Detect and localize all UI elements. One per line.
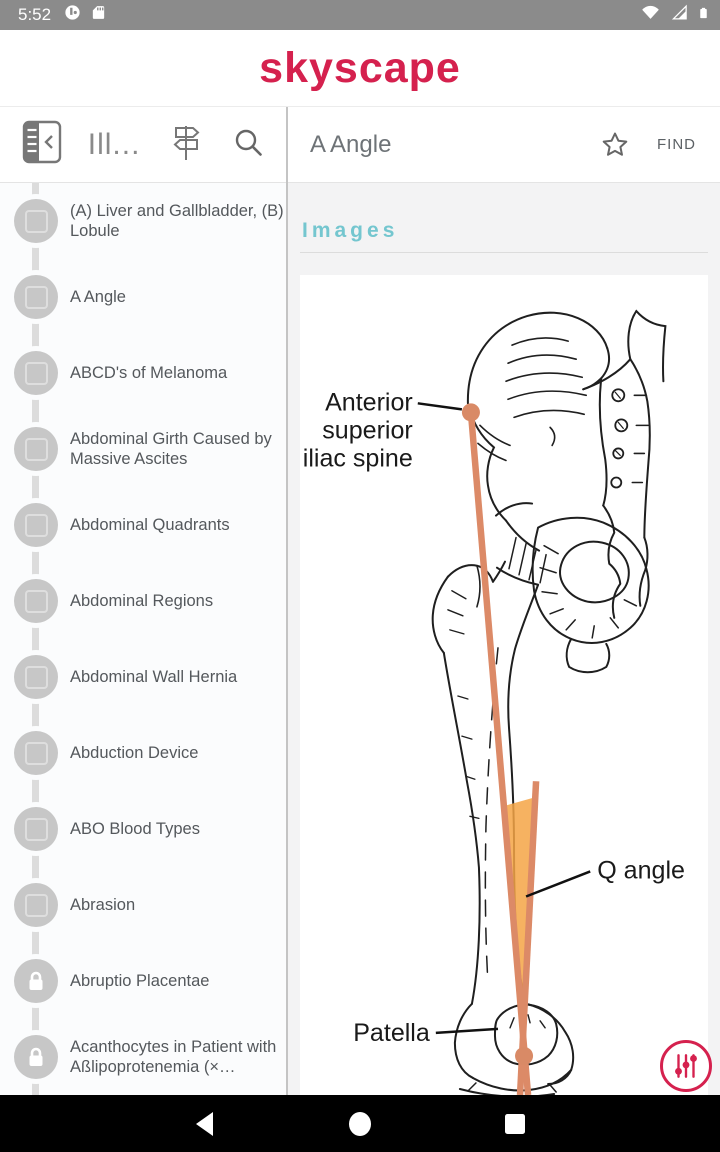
signpost-icon[interactable]	[166, 121, 206, 168]
sidebar-list-item[interactable]: Abrasion	[0, 867, 286, 943]
sidebar-item-label: ABCD's of Melanoma	[70, 364, 228, 382]
image-placeholder-icon	[24, 513, 48, 537]
image-placeholder-icon	[24, 665, 48, 689]
item-thumbnail-icon	[14, 807, 58, 851]
sidebar-item-label: (A) Liver and Gallbladder, (B) Lobule	[70, 202, 284, 240]
home-button[interactable]	[346, 1110, 374, 1138]
sidebar-item-label: Abdominal Girth Caused by Massive Ascite…	[70, 430, 272, 468]
sd-card-icon	[90, 3, 107, 27]
item-thumbnail-icon	[14, 427, 58, 471]
image-placeholder-icon	[24, 589, 48, 613]
sidebar-item-label: ABO Blood Types	[70, 820, 200, 838]
sidebar: Ill... (A) Liver and Gallbladder, (B) Lo…	[0, 107, 288, 1095]
item-thumbnail-icon	[14, 579, 58, 623]
recents-button[interactable]	[501, 1110, 529, 1138]
android-nav-bar	[0, 1095, 720, 1152]
image-placeholder-icon	[24, 741, 48, 765]
sidebar-item-label: Abrasion	[70, 896, 136, 914]
label-q-angle: Q angle	[597, 856, 685, 884]
image-placeholder-icon	[24, 361, 48, 385]
sidebar-list-item[interactable]: ABCD's of Melanoma	[0, 335, 286, 411]
collapse-panel-icon[interactable]	[22, 120, 62, 169]
main-panel: A Angle FIND Images	[288, 107, 720, 1095]
sidebar-item-label: Acanthocytes in Patient with Aßlipoprote…	[70, 1038, 277, 1076]
find-button[interactable]: FIND	[657, 136, 696, 153]
sidebar-item-label: Abduction Device	[70, 744, 199, 762]
sidebar-list-item[interactable]: A Angle	[0, 259, 286, 335]
wifi-icon	[640, 3, 661, 27]
image-placeholder-icon	[24, 209, 48, 233]
sidebar-item-label: Abdominal Regions	[70, 592, 214, 610]
sidebar-list-item[interactable]: Abruptio Placentae	[0, 943, 286, 1019]
main-body: Images	[288, 183, 720, 1095]
sidebar-list-item[interactable]: (A) Liver and Gallbladder, (B) Lobule	[0, 183, 286, 259]
item-thumbnail-icon	[14, 731, 58, 775]
label-patella: Patella	[353, 1019, 430, 1047]
page-title: A Angle	[310, 130, 392, 158]
clock-time: 5:52	[18, 5, 52, 24]
item-thumbnail-icon	[14, 655, 58, 699]
item-thumbnail-icon	[14, 883, 58, 927]
status-bar: 5:52	[0, 0, 720, 30]
app-header: skyscape	[0, 30, 720, 107]
main-header: A Angle FIND	[288, 107, 720, 183]
patella-dot	[515, 1046, 534, 1065]
item-thumbnail-icon	[14, 503, 58, 547]
image-placeholder-icon	[24, 285, 48, 309]
sliders-icon	[675, 1054, 697, 1078]
sidebar-item-label: Abdominal Quadrants	[70, 516, 230, 534]
asis-dot	[461, 403, 480, 422]
section-divider	[300, 252, 708, 253]
item-thumbnail-icon	[14, 275, 58, 319]
lock-icon	[29, 971, 43, 990]
image-placeholder-icon	[24, 893, 48, 917]
sidebar-item-label: Abruptio Placentae	[70, 972, 210, 990]
data-saver-icon	[63, 3, 82, 27]
favorite-star-icon[interactable]	[599, 129, 631, 161]
tab-illustrations[interactable]: Ill...	[87, 127, 141, 161]
item-thumbnail-icon	[14, 199, 58, 243]
sidebar-list-item[interactable]: ABO Blood Types	[0, 791, 286, 867]
section-title-images: Images	[302, 219, 399, 242]
display-settings-fab[interactable]	[660, 1040, 712, 1092]
sidebar-list-item[interactable]: Abdominal Quadrants	[0, 487, 286, 563]
sidebar-list-item[interactable]: Abduction Device	[0, 715, 286, 791]
sidebar-list-item[interactable]: Abdominal Regions	[0, 563, 286, 639]
search-icon[interactable]	[232, 126, 264, 163]
sidebar-list-item[interactable]: Abdominal Girth Caused by Massive Ascite…	[0, 411, 286, 487]
image-placeholder-icon	[24, 817, 48, 841]
lock-icon	[29, 1047, 43, 1066]
sidebar-list: (A) Liver and Gallbladder, (B) Lobule A …	[0, 183, 286, 1095]
sidebar-item-label: A Angle	[70, 288, 126, 306]
sidebar-list-item[interactable]: Abdominal Wall Hernia	[0, 639, 286, 715]
sidebar-toolbar: Ill...	[0, 107, 286, 183]
cell-signal-icon	[669, 3, 689, 27]
item-thumbnail-icon	[14, 1035, 58, 1079]
asis-patella-line	[467, 412, 532, 1095]
tendon-axis-line	[516, 781, 540, 1095]
image-placeholder-icon	[24, 437, 48, 461]
skyscape-logo: skyscape	[259, 43, 461, 92]
item-thumbnail-icon	[14, 959, 58, 1003]
sidebar-item-label: Abdominal Wall Hernia	[70, 668, 238, 686]
battery-icon	[697, 3, 710, 28]
back-button[interactable]	[191, 1110, 219, 1138]
item-thumbnail-icon	[14, 351, 58, 395]
timeline-connector	[32, 183, 39, 1095]
sidebar-list-item[interactable]: Acanthocytes in Patient with Aßlipoprote…	[0, 1019, 286, 1095]
